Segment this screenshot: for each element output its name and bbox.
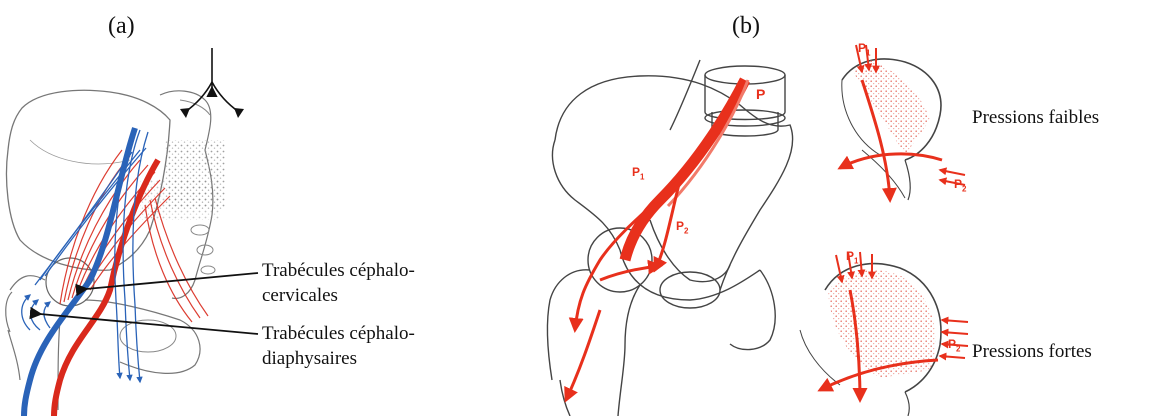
- femur: [547, 228, 652, 416]
- pressure-mark-p1: P1: [632, 166, 644, 183]
- low-pressure-mark-p2: P2: [954, 178, 966, 195]
- high-pressure-label: Pressions fortes: [972, 340, 1092, 364]
- pressure-mark-p2: P2: [676, 220, 688, 237]
- high-pressure-head: [800, 252, 968, 416]
- low-pressure-label: Pressions faibles: [972, 106, 1099, 130]
- obturator-foramen: [660, 272, 720, 308]
- pressure-mark-p: P: [756, 88, 765, 100]
- high-pressure-mark-p2: P2: [948, 338, 960, 355]
- low-pressure-head: [840, 45, 965, 200]
- low-pressure-mark-p1: P1: [858, 42, 870, 59]
- high-pressure-mark-p1: P1: [846, 250, 858, 267]
